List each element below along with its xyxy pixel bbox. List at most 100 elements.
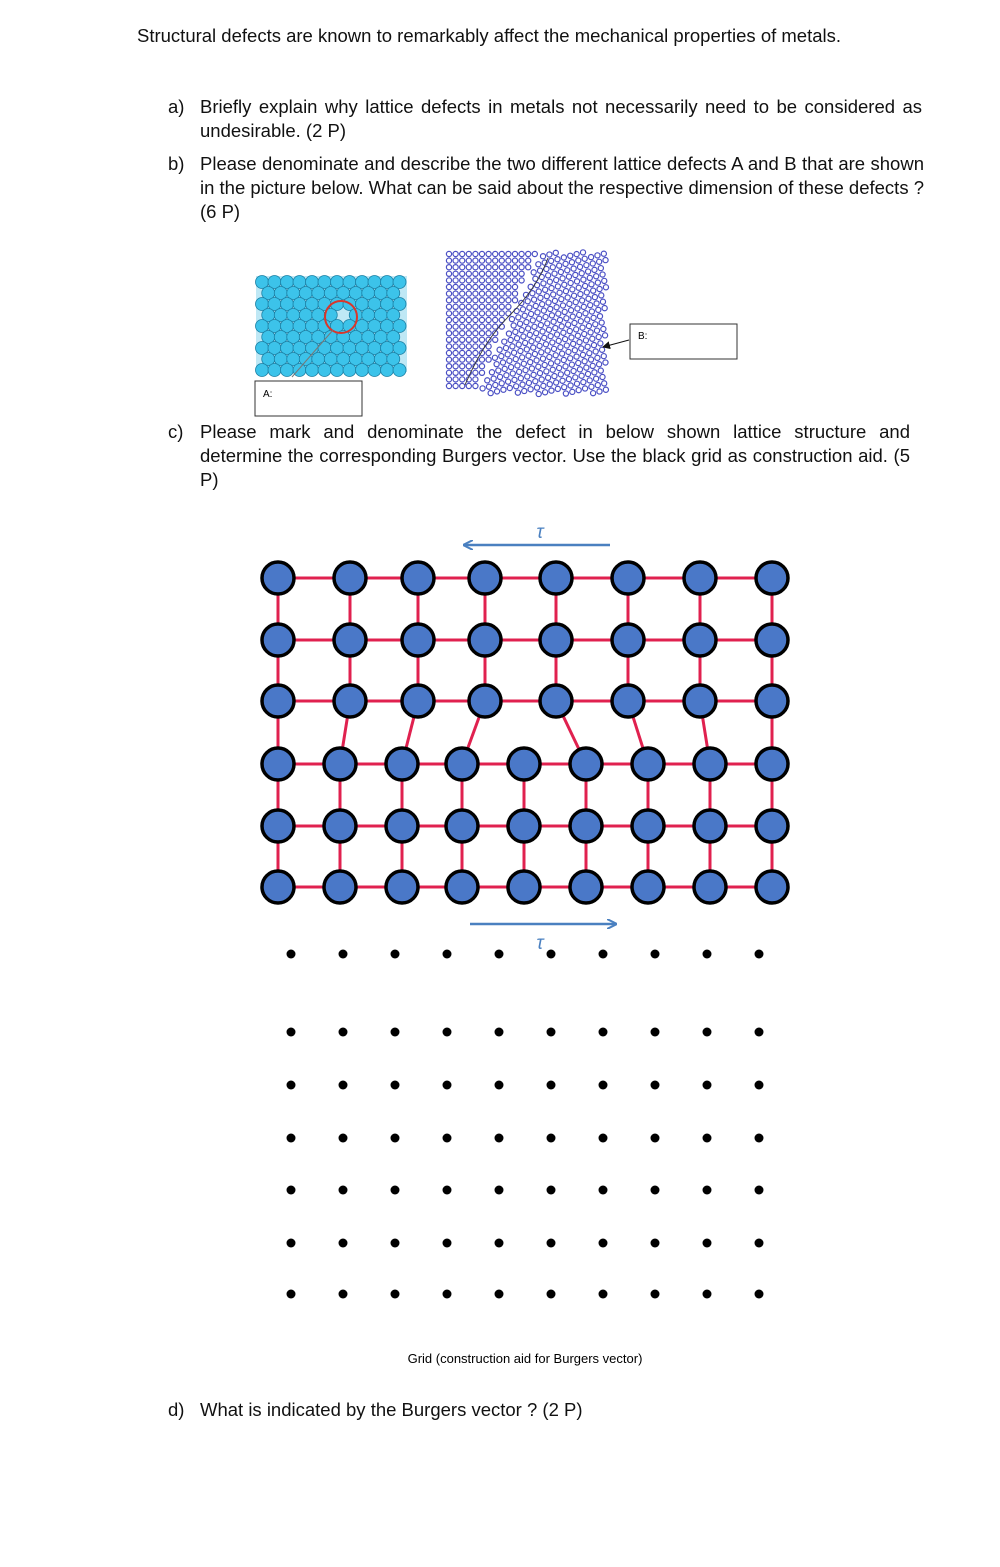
atom-b-grain1 [465,310,472,317]
atom-b-grain1 [472,382,479,390]
atom-b-grain1 [459,369,466,376]
grid-dot [754,1080,764,1090]
grid-dot [546,1027,556,1037]
lattice-atom [322,808,358,844]
atom-b-grain1 [511,290,519,297]
atom-b-grain1 [445,323,453,330]
atom-b-grain2 [601,332,609,339]
atom-b-grain2 [503,372,510,379]
grid-dot [494,1080,504,1090]
atom-b-grain2 [518,354,526,361]
atom-b-grain1 [445,316,453,324]
lattice-atom [610,560,646,596]
atom-b-grain1 [452,343,459,350]
atom-b-grain1 [505,250,512,258]
atom-b-grain2 [575,284,582,291]
grid-dot [650,1027,660,1037]
atom-b-grain2 [564,321,572,328]
atom-b-grain1 [445,349,453,357]
atom-b-grain2 [543,292,551,300]
atom-b-grain2 [573,353,580,360]
atom-b-grain2 [576,366,584,373]
atom-b-grain1 [485,343,492,350]
atom-b-grain2 [569,286,576,293]
atom-b-grain2 [518,326,525,334]
atom-b-grain1 [485,283,492,291]
atom-b-grain1 [465,316,472,324]
grid-dot [390,1185,400,1195]
atom-b-grain1 [465,270,472,277]
atom-b-grain1 [445,369,453,376]
atom-b-grain1 [459,323,466,330]
atom-b-grain2 [586,301,594,309]
atom-b-grain2 [511,376,518,384]
atom-b-grain2 [593,327,601,334]
defect-b-figure [445,249,610,398]
atom-b-grain2 [535,363,542,370]
atom-b-grain2 [602,256,609,264]
atom-b-grain2 [515,314,522,321]
atom-b-grain1 [505,297,512,304]
atom-b-grain2 [490,375,497,382]
atom-b-grain1 [452,297,459,304]
atom-b-grain2 [579,249,587,256]
atom-b-grain1 [452,323,459,330]
atom-b-grain2 [532,329,540,337]
atom-b-grain2 [580,276,587,283]
atom-b-grain2 [564,267,571,274]
atom-b-grain2 [513,307,520,315]
lattice-atom [754,869,790,905]
atom-b-grain2 [600,352,607,360]
atom-b-grain2 [597,367,604,374]
atom-b-grain2 [521,312,528,319]
atom-b-grain2 [526,331,534,339]
atom-b-grain1 [465,250,472,258]
atom-b-grain2 [507,363,515,371]
lattice-atom [754,683,790,719]
atom-b-grain2 [581,330,588,338]
atom-b-grain2 [595,333,602,341]
atom-b-grain2 [585,295,592,302]
atom-b-grain2 [595,258,603,265]
atom-b-grain2 [552,276,560,284]
grid-dot [442,949,452,959]
defect-a-figure [255,275,407,378]
grid-dot [390,1080,400,1090]
atom-b-grain2 [491,354,499,361]
atom-b-grain1 [452,336,459,343]
lattice-atom [506,746,542,782]
atom-b-grain1 [498,270,505,277]
atom-b-grain1 [459,316,466,324]
atom-b-grain1 [445,336,453,343]
atom-b-grain1 [485,297,492,304]
atom-b-grain2 [515,341,522,348]
atom-b-grain1 [452,264,459,271]
label-b-text: B: [638,331,647,342]
atom-b-grain1 [485,336,492,343]
atom-b-grain1 [511,250,519,258]
atom-b-grain2 [544,320,551,327]
lattice-atom [260,746,296,782]
grid-dot [286,1185,296,1195]
atom-b-grain2 [529,344,537,351]
atom-b-grain1 [452,270,459,277]
atom-b-grain2 [565,273,573,280]
grid-dot [286,1238,296,1248]
lattice-atom [467,560,503,596]
lattice-atom [692,869,728,905]
grid-dot [494,1238,504,1248]
atom-b-grain1 [459,303,466,310]
label-box-b[interactable] [629,323,738,360]
atom-b-grain1 [525,257,532,264]
atom-b-grain2 [514,389,522,396]
atom-b-grain2 [527,358,534,366]
atom-b-grain2 [596,285,603,293]
label-box-a[interactable] [254,380,363,417]
atom-b-grain2 [561,308,568,316]
atom-b-grain1 [492,316,499,324]
atom-b-grain1 [445,297,453,304]
grid-dot [494,1133,504,1143]
atom-b-grain1 [445,270,453,277]
construction-grid[interactable] [286,949,764,1299]
